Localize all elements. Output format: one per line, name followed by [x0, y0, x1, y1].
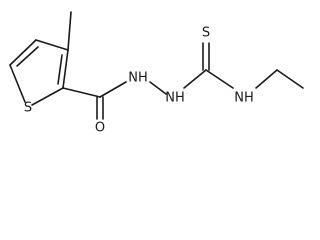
bond-ch2-ch3	[276, 69, 304, 89]
bond-c5-c4-inner	[16, 46, 39, 67]
bond-c3-methyl	[67, 11, 72, 51]
atom-thiocarbonyl-sulfur: S	[202, 26, 210, 41]
bond-c2-carbonyl	[62, 87, 101, 98]
bond-s1-c2	[31, 87, 64, 106]
chemical-structure: S O NH NH S NH	[9, 11, 304, 136]
bond-n3-ch2	[255, 69, 278, 89]
bond-thiocarbonyl-n3	[205, 69, 234, 89]
atom-hydrazide-nh-2: NH	[165, 91, 185, 106]
atom-hydrazide-nh-1: NH	[128, 71, 148, 86]
atom-ring-sulfur: S	[24, 101, 32, 116]
atom-ethylamino-nh: NH	[234, 91, 254, 106]
bond-c4-c3	[35, 39, 69, 51]
structure-drawing: S O NH NH S NH	[9, 11, 304, 136]
bond-s1-c5	[9, 64, 26, 103]
bond-n1-n2	[149, 81, 167, 95]
bond-c3-c2-inner	[57, 54, 63, 85]
bond-c5-c4	[9, 39, 37, 66]
atom-carbonyl-oxygen: O	[95, 121, 105, 136]
bond-n2-thiocarbonyl	[183, 69, 207, 89]
bond-carbonyl-n1	[99, 81, 127, 98]
bond-c3-c2	[62, 49, 69, 89]
